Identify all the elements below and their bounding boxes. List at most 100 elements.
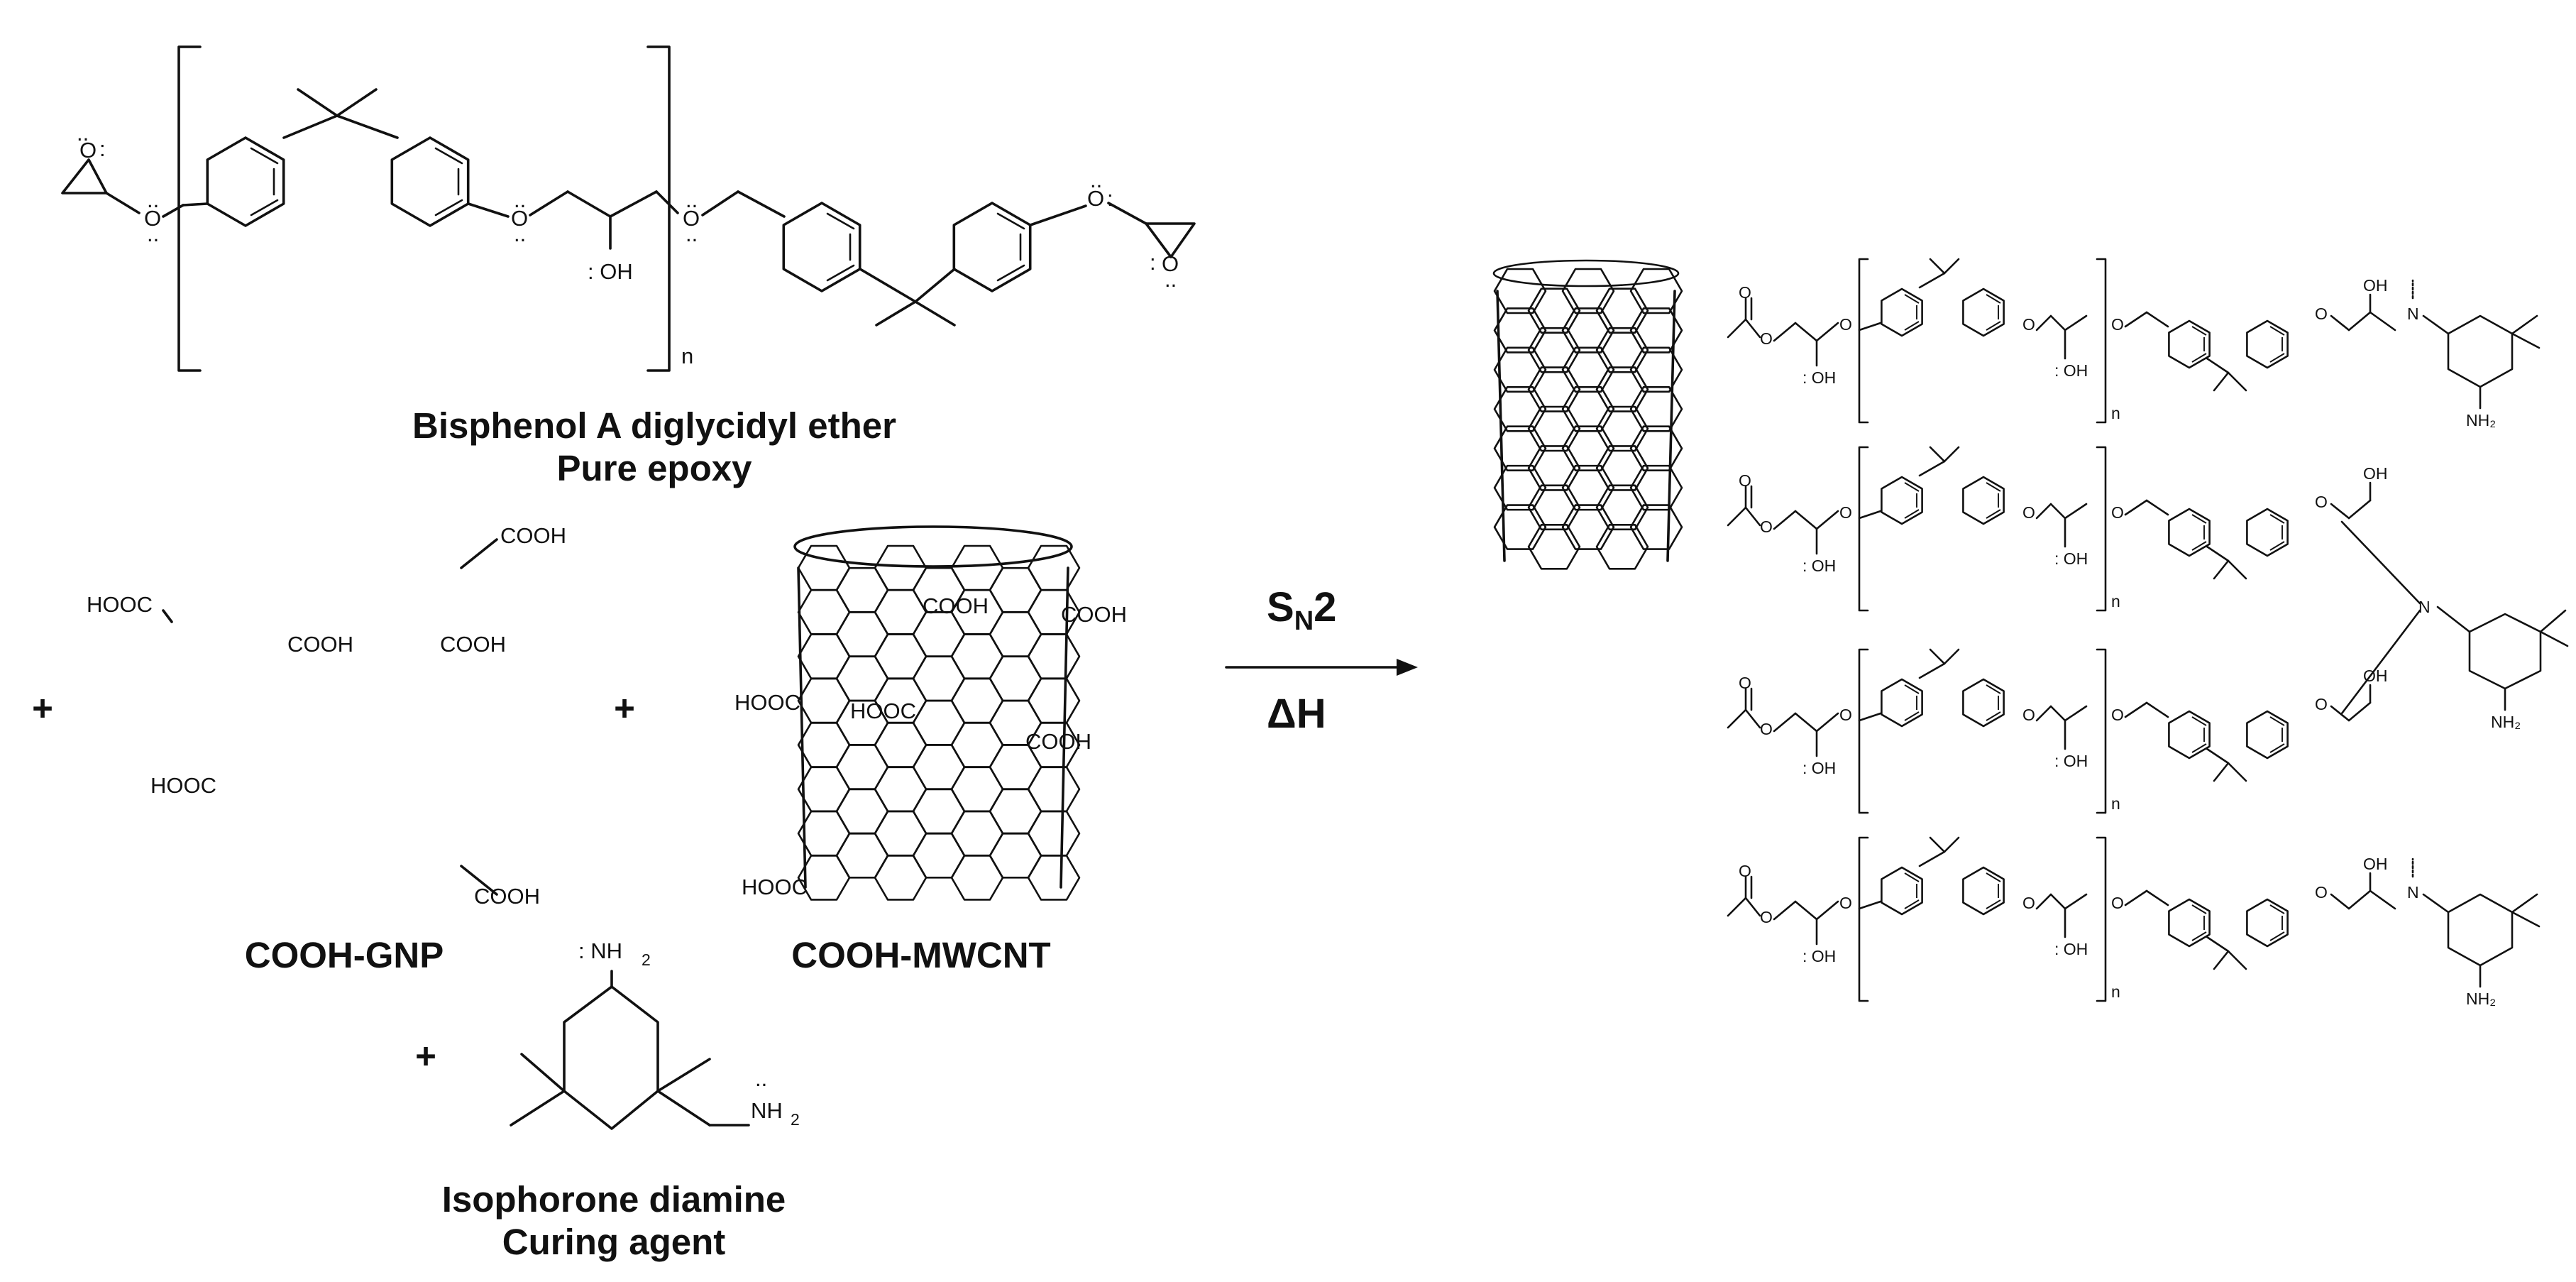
tube-cell xyxy=(797,544,851,591)
svg-text:..: .. xyxy=(147,187,159,212)
tube-cell xyxy=(1629,425,1683,472)
svg-text:..: .. xyxy=(1165,267,1177,292)
tube-cell xyxy=(874,589,928,635)
tube-cell xyxy=(1595,327,1649,373)
tube-cell xyxy=(835,832,889,879)
gnp-cooh-right: COOH xyxy=(440,632,506,657)
tube-cell xyxy=(912,611,966,657)
ester-oxygen: O xyxy=(1760,908,1773,926)
svg-text:..: .. xyxy=(77,121,89,146)
tube-cell xyxy=(912,744,966,790)
ether-oxygen-3: O xyxy=(683,206,700,231)
svg-text:..: .. xyxy=(514,221,526,246)
tube-cell xyxy=(912,699,966,746)
tube-cell xyxy=(835,566,889,613)
tube-cell xyxy=(1027,855,1081,901)
plus-sign-2: + xyxy=(614,688,635,728)
tube-cell xyxy=(874,544,928,591)
svg-text:..: .. xyxy=(686,221,698,246)
epoxide-right xyxy=(1145,222,1196,258)
tube-cell xyxy=(950,810,1004,857)
cnt-cooh-2: COOH xyxy=(1061,602,1127,627)
tube-cell xyxy=(950,722,1004,768)
svg-text:2: 2 xyxy=(791,1110,800,1129)
tube-cell xyxy=(1561,464,1615,511)
crosslink-nitrogen: N xyxy=(2418,598,2431,616)
epoxide-right-oxygen: O xyxy=(1162,251,1179,276)
tube-cell xyxy=(1493,307,1547,354)
cnt-hooc-3: HOOC xyxy=(742,875,808,899)
svg-text:..: .. xyxy=(755,1066,767,1091)
ether-oxygen: O xyxy=(2022,315,2035,334)
cyclohexane-ring xyxy=(563,985,659,1130)
svg-text::: : xyxy=(1107,186,1113,211)
hydroxyl: : OH xyxy=(1802,557,1836,575)
tube-cell xyxy=(1527,445,1581,491)
product-nanotube-rim xyxy=(1492,259,1680,287)
hydroxyl: : OH xyxy=(2054,940,2088,958)
hydroxyl: OH xyxy=(2363,464,2388,483)
amine-bottom-label: NH xyxy=(751,1098,783,1123)
gnp-caption: COOH-GNP xyxy=(245,935,444,975)
mwcnt-caption: COOH-MWCNT xyxy=(791,935,1050,975)
svg-text:2: 2 xyxy=(642,950,651,969)
tube-cell xyxy=(835,655,889,702)
tube-cell xyxy=(1561,425,1615,472)
tube-cell xyxy=(797,589,851,635)
tube-cell xyxy=(874,633,928,680)
ether-oxygen: O xyxy=(2111,503,2124,522)
gnp-cooh-top-right: COOH xyxy=(500,523,566,548)
svg-text::: : xyxy=(99,136,106,161)
carbonyl-oxygen: O xyxy=(1739,283,1751,302)
tube-cell xyxy=(989,566,1042,613)
ester-oxygen: O xyxy=(1760,329,1773,348)
hydroxyl: OH xyxy=(2363,276,2388,295)
tube-cell xyxy=(1027,766,1081,813)
crosslink-amine-label: NH₂ xyxy=(2491,713,2521,731)
ether-oxygen: O xyxy=(2111,706,2124,724)
repeat-n: n xyxy=(2111,592,2120,610)
tube-cell xyxy=(989,788,1042,835)
nanotube-lattice xyxy=(797,544,1081,901)
tube-cell xyxy=(950,633,1004,680)
tube-cell xyxy=(835,611,889,657)
gnp-cooh-center: COOH xyxy=(287,632,353,657)
tube-cell xyxy=(1527,484,1581,531)
cnt-hooc-1: HOOC xyxy=(734,690,800,715)
tube-cell xyxy=(874,855,928,901)
hydroxyl-label: : OH xyxy=(588,259,633,284)
tube-wall-left xyxy=(1496,290,1506,562)
tube-cell xyxy=(1561,385,1615,432)
amine-label: NH₂ xyxy=(2466,990,2496,1008)
ester-oxygen: O xyxy=(1760,720,1773,738)
tube-cell xyxy=(912,788,966,835)
ether-oxygen: O xyxy=(2022,894,2035,912)
tube-wall-right xyxy=(1666,290,1676,562)
hydroxyl: : OH xyxy=(2054,361,2088,380)
bpa-caption-line2: Pure epoxy xyxy=(557,448,753,488)
carbonyl-oxygen: O xyxy=(1739,674,1751,692)
tube-cell xyxy=(1561,268,1615,314)
tube-cell xyxy=(1595,523,1649,570)
tube-cell xyxy=(1027,633,1081,680)
bpa-caption-line1: Bisphenol A diglycidyl ether xyxy=(412,405,896,446)
tube-cell xyxy=(1527,523,1581,570)
tube-cell xyxy=(1595,405,1649,452)
tube-cell xyxy=(1027,677,1081,724)
hydroxyl: : OH xyxy=(2054,752,2088,770)
svg-text:..: .. xyxy=(686,187,698,212)
tube-cell xyxy=(912,655,966,702)
ether-oxygen: O xyxy=(1839,894,1852,912)
tube-cell xyxy=(950,544,1004,591)
ether-oxygen-1: O xyxy=(144,206,161,231)
hydroxyl: OH xyxy=(2363,855,2388,873)
svg-text::: : xyxy=(1150,250,1156,275)
tube-cell xyxy=(950,855,1004,901)
reaction-condition-heat: ΔH xyxy=(1267,691,1326,737)
ester-oxygen: O xyxy=(1760,517,1773,536)
